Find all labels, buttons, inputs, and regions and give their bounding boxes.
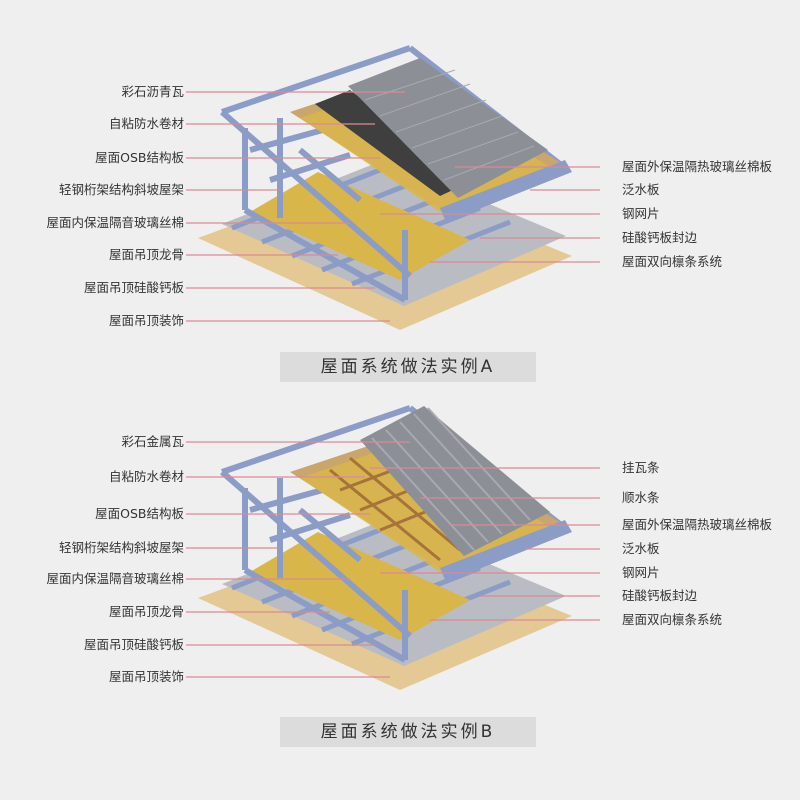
inner-insulation-layer <box>250 172 470 280</box>
label-b-right-5: 钢网片 <box>622 565 660 580</box>
label-a-left-1: 彩石沥青瓦 <box>121 84 184 99</box>
label-b-left-5: 屋面内保温隔音玻璃丝棉 <box>46 571 184 586</box>
label-a-left-6: 屋面吊顶龙骨 <box>108 247 184 262</box>
label-b-left-4: 轻钢桁架结构斜坡屋架 <box>58 540 184 555</box>
label-a-left-7: 屋面吊顶硅酸钙板 <box>83 280 184 295</box>
inner-insulation-layer <box>250 532 470 640</box>
label-b-left-6: 屋面吊顶龙骨 <box>108 604 184 619</box>
label-a-left-3: 屋面OSB结构板 <box>95 150 184 165</box>
label-a-right-2: 泛水板 <box>622 182 660 197</box>
label-b-left-8: 屋面吊顶装饰 <box>108 669 184 684</box>
caption-b: 屋面系统做法实例B <box>280 717 536 747</box>
label-a-left-2: 自粘防水卷材 <box>108 116 184 131</box>
label-a-left-8: 屋面吊顶装饰 <box>108 313 184 328</box>
label-b-right-6: 硅酸钙板封边 <box>622 588 698 603</box>
asphalt-shingle-layer <box>348 58 548 198</box>
roof-diagram-b: 彩石金属瓦 自粘防水卷材 屋面OSB结构板 轻钢桁架结构斜坡屋架 屋面内保温隔音… <box>0 360 800 760</box>
shingle-texture <box>364 69 535 181</box>
label-a-left-4: 轻钢桁架结构斜坡屋架 <box>58 182 184 197</box>
flashing-strip <box>440 520 572 582</box>
label-b-left-7: 屋面吊顶硅酸钙板 <box>83 637 184 652</box>
label-b-left-2: 自粘防水卷材 <box>108 469 184 484</box>
label-a-right-1: 屋面外保温隔热玻璃丝棉板 <box>622 159 773 174</box>
label-a-right-3: 钢网片 <box>622 206 660 221</box>
label-b-left-1: 彩石金属瓦 <box>121 434 184 449</box>
label-b-right-1: 挂瓦条 <box>622 460 660 475</box>
leader-lines-a <box>186 91 600 322</box>
label-b-left-3: 屋面OSB结构板 <box>95 506 184 521</box>
roof-illustration-b <box>186 405 600 690</box>
label-a-right-4: 硅酸钙板封边 <box>622 230 698 245</box>
label-b-right-2: 顺水条 <box>622 490 660 505</box>
label-b-right-7: 屋面双向檩条系统 <box>622 612 723 627</box>
leader-lines-b <box>186 441 600 678</box>
label-b-right-3: 屋面外保温隔热玻璃丝棉板 <box>622 517 773 532</box>
flashing-strip <box>440 160 572 222</box>
label-a-left-5: 屋面内保温隔音玻璃丝棉 <box>46 215 184 230</box>
label-a-right-5: 屋面双向檩条系统 <box>622 254 723 269</box>
label-b-right-4: 泛水板 <box>622 541 660 556</box>
roof-diagram-a: 彩石沥青瓦 自粘防水卷材 屋面OSB结构板 轻钢桁架结构斜坡屋架 屋面内保温隔音… <box>46 45 773 330</box>
caption-a: 屋面系统做法实例A <box>280 352 536 382</box>
metal-tile-ridges <box>371 407 531 551</box>
roof-illustration-a <box>186 45 600 330</box>
